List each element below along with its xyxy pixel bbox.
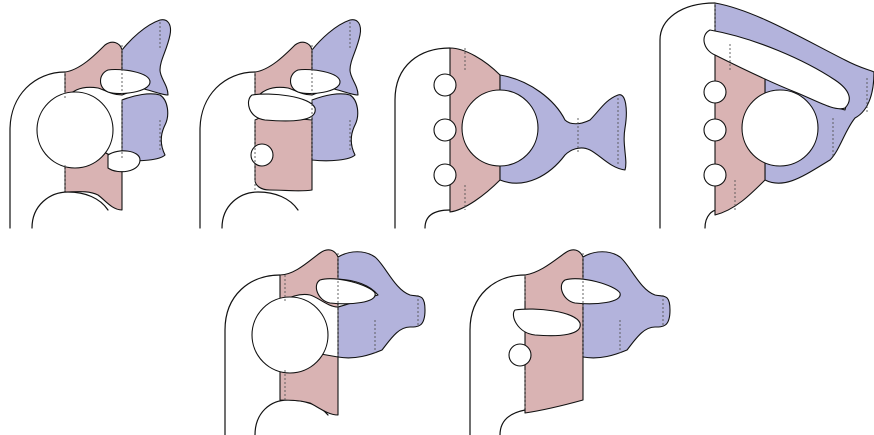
boundary-hole <box>434 74 456 96</box>
panel-bottom-2 <box>470 250 670 435</box>
panel-top-4 <box>660 3 874 228</box>
bottom-cap <box>425 210 450 228</box>
bottom-cap <box>32 192 108 228</box>
panel-top-3 <box>395 48 626 228</box>
blue-region-middle <box>312 94 358 161</box>
boundary-hole <box>704 164 726 186</box>
panel-top-1 <box>10 20 171 228</box>
boundary-hole <box>509 344 531 366</box>
blue-region-middle <box>122 94 168 161</box>
boundary-hole <box>704 81 726 103</box>
small-hole <box>251 144 273 166</box>
slot-lower <box>108 151 140 172</box>
slot-upper <box>248 94 315 121</box>
boundary-hole <box>704 119 726 141</box>
blue-region-chain <box>338 252 425 358</box>
bottom-cap <box>500 410 525 435</box>
boundary-hole <box>434 119 456 141</box>
central-hole <box>37 92 113 168</box>
bottom-cap <box>222 192 298 228</box>
panel-boundary <box>200 72 255 228</box>
central-hole <box>742 90 818 166</box>
boundary-hole <box>434 164 456 186</box>
central-hole <box>462 90 538 166</box>
panel-top-2 <box>200 20 361 228</box>
panel-bottom-1 <box>225 250 425 435</box>
blue-region-chain <box>583 252 670 358</box>
central-hole <box>252 297 328 373</box>
